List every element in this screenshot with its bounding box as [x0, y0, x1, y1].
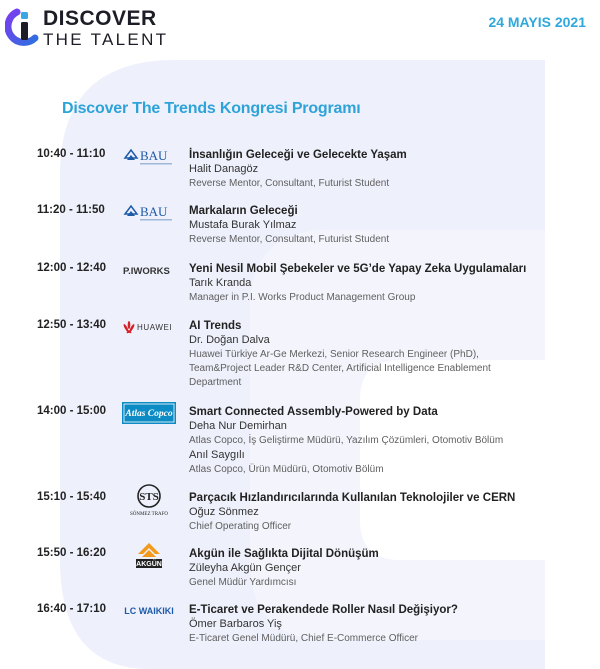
speaker-name: Züleyha Akgün Gençer — [189, 562, 301, 574]
session-time: 10:40 - 11:10 — [37, 148, 106, 160]
event-date: 24 MAYIS 2021 — [488, 14, 586, 30]
session-title: İnsanlığın Geleceği ve Gelecekte Yaşam — [189, 149, 407, 161]
session-title: AI Trends — [189, 320, 242, 332]
speaker-role: Chief Operating Officer — [189, 521, 292, 532]
svg-text:HUAWEI: HUAWEI — [137, 323, 172, 332]
speaker-name: Deha Nur Demirhan — [189, 420, 287, 432]
session-title: Akgün ile Sağlıkta Dijital Dönüşüm — [189, 548, 379, 560]
session-time: 12:50 - 13:40 — [37, 319, 107, 331]
svg-text:BAU: BAU — [140, 204, 168, 219]
speaker-role: Manager in P.I. Works Product Management… — [189, 292, 416, 303]
session-time: 15:50 - 16:20 — [37, 547, 107, 559]
session-details: Parçacık Hızlandırıcılarında Kullanılan … — [189, 491, 589, 534]
akgun-logo-icon: AKGÜN — [122, 539, 176, 573]
bau-logo-icon: BAU — [122, 144, 176, 168]
bau-logo-icon: BAU — [122, 200, 176, 224]
speaker-role: Reverse Mentor, Consultant, Futurist Stu… — [189, 234, 390, 245]
lc-waikiki-logo-icon: LC WAIKIKI — [122, 599, 176, 623]
session-title: Markaların Geleceği — [189, 205, 298, 217]
session-title: E-Ticaret ve Perakendede Roller Nasıl De… — [189, 604, 458, 616]
speaker-name: Dr. Doğan Dalva — [189, 334, 270, 346]
speaker-role: E-Ticaret Genel Müdürü, Chief E-Commerce… — [189, 633, 418, 644]
session-title: Yeni Nesil Mobil Şebekeler ve 5G’de Yapa… — [189, 263, 527, 275]
speaker-name: Anıl Saygılı — [189, 449, 245, 461]
session-time: 11:20 - 11:50 — [37, 204, 105, 216]
speaker-name: Ömer Barbaros Yiş — [189, 618, 282, 630]
speaker-role: Reverse Mentor, Consultant, Futurist Stu… — [189, 178, 390, 189]
piworks-logo-icon: P.IWORKS — [122, 258, 176, 282]
svg-text:SÖNMEZ TRAFO: SÖNMEZ TRAFO — [130, 511, 168, 517]
session-time: 12:00 - 12:40 — [37, 262, 107, 274]
session-details: Smart Connected Assembly-Powered by Data… — [189, 405, 589, 477]
huawei-logo-icon: HUAWEI — [122, 315, 176, 339]
speaker-name: Mustafa Burak Yılmaz — [189, 219, 297, 231]
session-title: Smart Connected Assembly-Powered by Data — [189, 406, 438, 418]
session-details: E-Ticaret ve Perakendede Roller Nasıl De… — [189, 603, 589, 646]
svg-text:BAU: BAU — [140, 148, 168, 163]
session-time: 16:40 - 17:10 — [37, 603, 107, 615]
svg-text:AKGÜN: AKGÜN — [136, 559, 162, 568]
svg-text:STS: STS — [139, 491, 159, 503]
sonmez-trafo-logo-icon: STS SÖNMEZ TRAFO — [122, 483, 176, 517]
session-time: 14:00 - 15:00 — [37, 405, 107, 417]
logo-line-discover: DISCOVER — [43, 7, 157, 30]
speaker-name: Oğuz Sönmez — [189, 506, 259, 518]
session-details: Yeni Nesil Mobil Şebekeler ve 5G’de Yapa… — [189, 262, 589, 305]
svg-text:P.IWORKS: P.IWORKS — [123, 266, 170, 277]
speaker-role: Atlas Copco, İş Geliştirme Müdürü, Yazıl… — [189, 435, 504, 446]
session-time: 15:10 - 15:40 — [37, 491, 107, 503]
svg-text:Atlas Copco: Atlas Copco — [124, 409, 172, 419]
svg-text:LC WAIKIKI: LC WAIKIKI — [124, 606, 174, 616]
logo-line-the-talent: THE TALENT — [43, 30, 169, 49]
discover-the-talent-logo: DISCOVER THE TALENT — [5, 8, 168, 48]
program-title: Discover The Trends Kongresi Programı — [62, 100, 361, 117]
session-title: Parçacık Hızlandırıcılarında Kullanılan … — [189, 492, 516, 504]
atlas-copco-logo-icon: Atlas Copco — [122, 401, 176, 425]
speaker-role: Genel Müdür Yardımcısı — [189, 577, 297, 588]
speaker-name: Tarık Kranda — [189, 277, 252, 289]
discover-logo-mark-icon — [5, 8, 39, 46]
speaker-name: Halit Danagöz — [189, 163, 259, 175]
speaker-role: Huawei Türkiye Ar-Ge Merkezi, Senior Res… — [189, 349, 491, 388]
speaker-role: Atlas Copco, Ürün Müdürü, Otomotiv Bölüm — [189, 464, 384, 475]
